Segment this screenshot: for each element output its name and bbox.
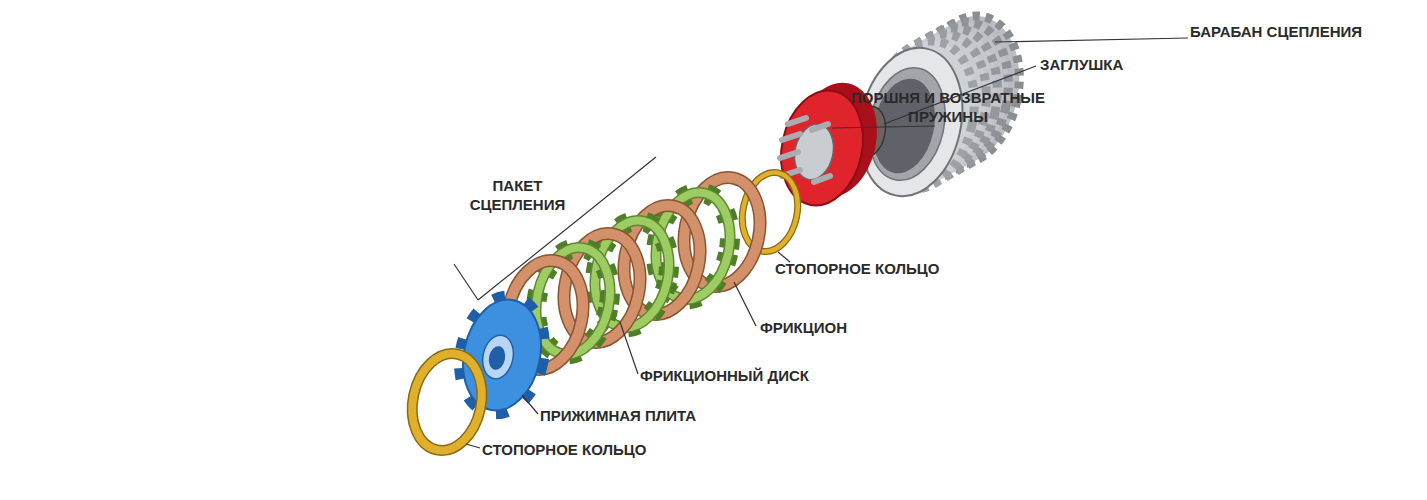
part-label: ФРИКЦИОН xyxy=(760,318,847,337)
ring-shadow xyxy=(404,347,491,457)
return-spring xyxy=(780,152,798,158)
group-label: ПАКЕТ СЦЕПЛЕНИЯ xyxy=(455,176,580,214)
pack-bracket xyxy=(454,264,478,300)
leader-line xyxy=(620,322,638,374)
part-label: ПОРШНЯ И ВОЗВРАТНЫЕ ПРУЖИНЫ xyxy=(848,88,1048,126)
return-springs xyxy=(780,118,830,182)
return-spring xyxy=(782,134,800,140)
leader-line xyxy=(466,444,480,448)
part-label: СТОПОРНОЕ КОЛЬЦО xyxy=(482,440,646,459)
return-spring xyxy=(788,118,806,124)
ring-body xyxy=(404,347,491,457)
return-spring xyxy=(814,176,830,182)
leader-line xyxy=(995,38,1188,42)
plate-hole xyxy=(487,345,508,372)
snap-ring xyxy=(404,347,491,457)
part-label: ПРИЖИМНАЯ ПЛИТА xyxy=(540,406,696,425)
part-label: ФРИКЦИОННЫЙ ДИСК xyxy=(640,366,809,385)
leader-line xyxy=(734,282,756,326)
return-spring xyxy=(812,124,828,130)
leader-lines xyxy=(454,38,1188,448)
plate-hub xyxy=(479,332,517,381)
part-label: ЗАГЛУШКА xyxy=(1040,55,1123,74)
leader-line xyxy=(832,126,935,128)
part-label: БАРАБАН СЦЕПЛЕНИЯ xyxy=(1190,22,1362,41)
part-label: СТОПОРНОЕ КОЛЬЦО xyxy=(775,259,939,278)
leader-line xyxy=(522,395,538,414)
